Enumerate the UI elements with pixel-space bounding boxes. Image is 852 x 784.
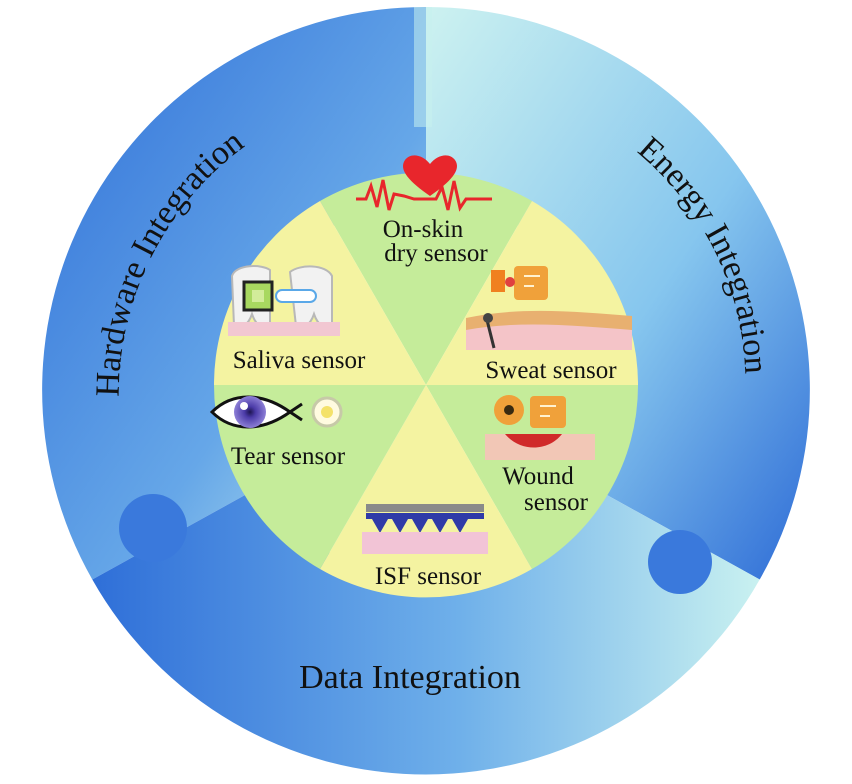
puzzle-knob-energy — [648, 530, 712, 594]
label-tear-sensor: Tear sensor — [231, 443, 346, 470]
wound-patch-icon — [485, 395, 595, 460]
outer-ring — [42, 6, 810, 775]
label-sweat-sensor: Sweat sensor — [485, 357, 617, 384]
puzzle-knob-hardware — [119, 494, 187, 562]
microneedle-icon — [362, 504, 488, 554]
label-on-skin: On-skin — [383, 216, 464, 243]
sector-tear — [213, 385, 426, 569]
tooth-sensor-icon — [228, 265, 340, 336]
heart-pulse-icon — [356, 155, 492, 212]
puzzle-notch-top — [414, 7, 432, 127]
sector-wound — [426, 385, 639, 569]
sweat-patch-icon — [466, 266, 632, 350]
sector-on-skin — [320, 172, 532, 385]
label-wound-sensor: sensor — [524, 489, 589, 516]
label-wound: Wound — [502, 463, 574, 490]
label-dry-sensor: dry sensor — [384, 240, 488, 267]
eye-contact-lens-icon — [209, 395, 343, 429]
ring-segment-data — [92, 485, 760, 775]
ring-segment-energy — [426, 6, 810, 580]
label-isf-sensor: ISF sensor — [375, 563, 482, 590]
label-data-integration: Data Integration — [299, 659, 521, 696]
label-saliva-sensor: Saliva sensor — [233, 347, 366, 374]
